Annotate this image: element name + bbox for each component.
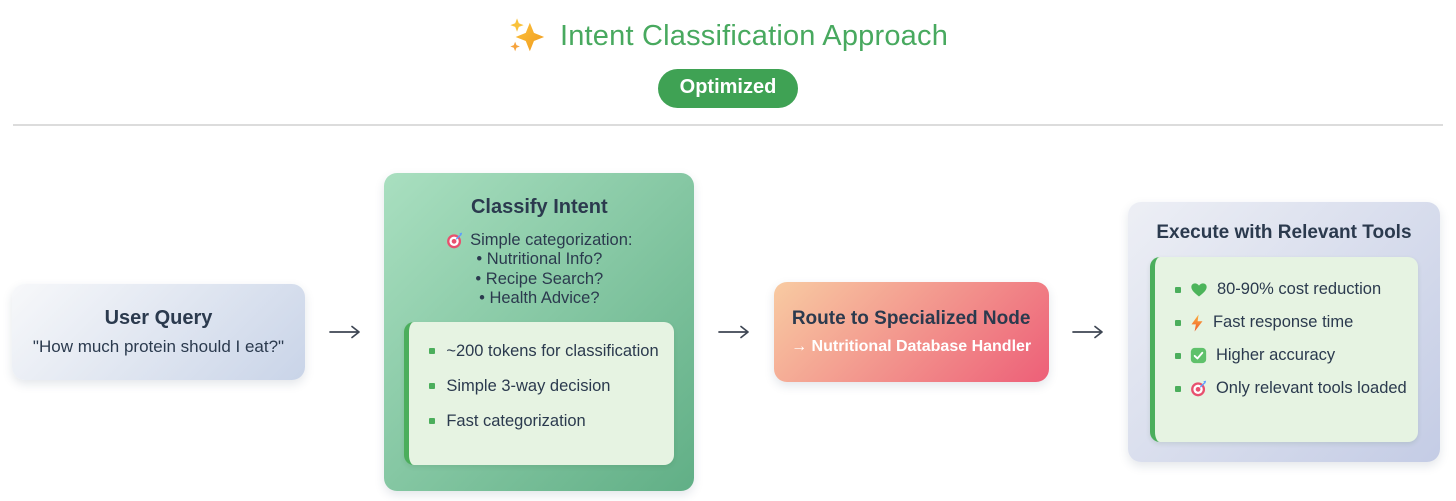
flow-diagram: User Query "How much protein should I ea…	[0, 173, 1456, 491]
flow-arrow-icon	[718, 325, 750, 339]
bullet-square-icon	[429, 418, 436, 424]
sparkles-icon	[508, 17, 546, 55]
detail-text: Fast categorization	[446, 411, 586, 430]
bullet-square-icon	[1174, 352, 1181, 359]
bullet-square-icon	[1174, 385, 1181, 392]
detail-text: Simple 3-way decision	[446, 376, 611, 395]
classify-option: • Recipe Search?	[475, 269, 604, 288]
execute-node: Execute with Relevant Tools 80-90% cost …	[1127, 202, 1440, 462]
divider	[13, 124, 1443, 126]
detail-item: ~200 tokens for classification	[409, 342, 666, 361]
check-icon	[1190, 347, 1207, 364]
classify-intent-title: Classify Intent	[470, 196, 608, 218]
benefit-text: 80-90% cost reduction	[1216, 280, 1382, 298]
detail-text: ~200 tokens for classification	[446, 341, 659, 360]
lightning-icon	[1190, 314, 1204, 332]
execute-benefits-panel: 80-90% cost reduction Fast response time	[1149, 257, 1418, 442]
classify-lead-row: Simple categorization:	[404, 230, 674, 250]
optimized-badge: Optimized	[657, 69, 799, 108]
detail-item: Fast categorization	[409, 412, 666, 431]
page-title: Intent Classification Approach	[559, 19, 949, 52]
bullet-square-icon	[429, 348, 436, 354]
green-heart-icon	[1190, 281, 1208, 299]
route-subtitle: → Nutritional Database Handler	[791, 338, 1032, 355]
bullet-square-icon	[1174, 319, 1181, 326]
classify-details-panel: ~200 tokens for classification Simple 3-…	[404, 321, 675, 465]
classify-option: • Nutritional Info?	[476, 250, 603, 268]
benefit-item: Higher accuracy	[1155, 346, 1412, 365]
classify-intent-node: Classify Intent Simple categorization: •…	[384, 173, 695, 491]
execute-title: Execute with Relevant Tools	[1156, 222, 1412, 243]
benefit-text: Only relevant tools loaded	[1215, 379, 1407, 397]
route-node: Route to Specialized Node → Nutritional …	[773, 282, 1049, 382]
benefit-item: 80-90% cost reduction	[1155, 280, 1412, 299]
benefit-text: Fast response time	[1212, 313, 1354, 331]
flow-arrow-icon	[328, 325, 361, 339]
user-query-node: User Query "How much protein should I ea…	[12, 284, 305, 380]
bullet-square-icon	[1174, 286, 1181, 293]
title-row: Intent Classification Approach	[0, 14, 1456, 58]
user-query-text: "How much protein should I eat?"	[32, 337, 285, 356]
user-query-title: User Query	[104, 307, 213, 329]
bullet-square-icon	[429, 383, 436, 389]
detail-item: Simple 3-way decision	[409, 377, 666, 396]
flow-arrow-icon	[1072, 325, 1104, 339]
benefit-item: Only relevant tools loaded	[1155, 379, 1412, 398]
classify-option: • Health Advice?	[479, 289, 600, 307]
target-icon	[1190, 380, 1207, 397]
benefit-item: Fast response time	[1155, 313, 1412, 332]
route-title: Route to Specialized Node	[791, 308, 1031, 329]
target-icon	[446, 232, 463, 249]
classify-lead-text: Simple categorization:	[470, 231, 633, 249]
diagram-header: Intent Classification Approach Optimized	[0, 0, 1456, 108]
benefit-text: Higher accuracy	[1215, 346, 1336, 364]
